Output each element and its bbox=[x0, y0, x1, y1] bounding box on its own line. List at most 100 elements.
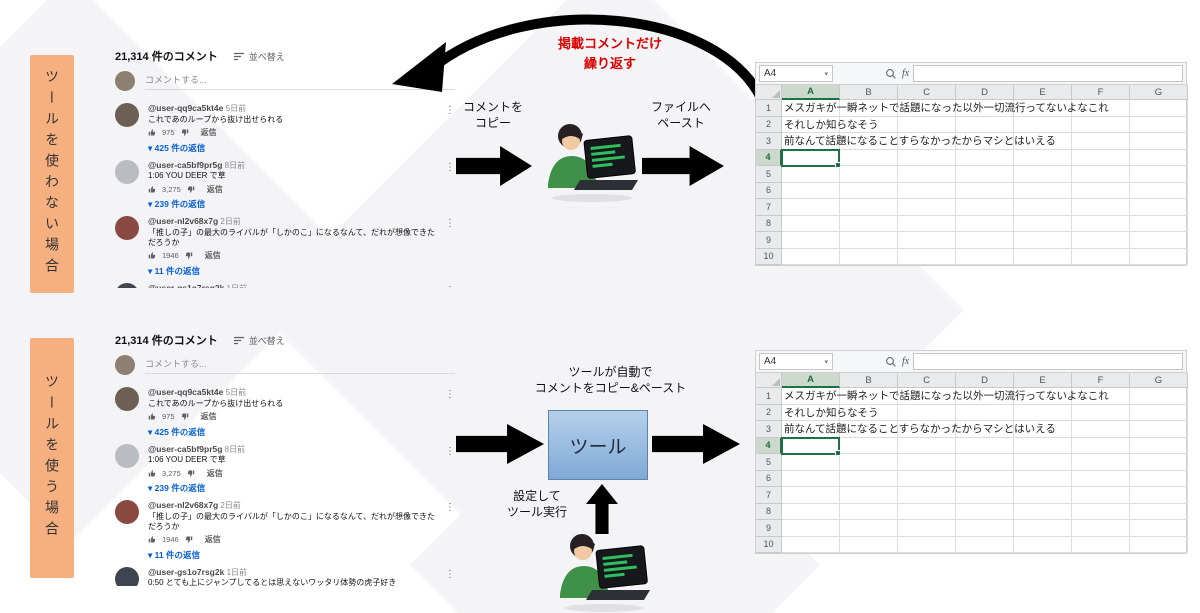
cell[interactable] bbox=[782, 166, 840, 183]
cell[interactable] bbox=[1014, 116, 1072, 133]
cell[interactable] bbox=[1130, 470, 1188, 487]
cell[interactable] bbox=[956, 182, 1014, 199]
sort-button[interactable]: 並べ替え bbox=[233, 334, 285, 347]
cell[interactable] bbox=[956, 520, 1014, 537]
cell[interactable] bbox=[840, 232, 898, 249]
cell[interactable] bbox=[1014, 199, 1072, 216]
dislike-icon[interactable] bbox=[184, 251, 193, 260]
cell[interactable] bbox=[898, 215, 956, 232]
column-header[interactable]: A bbox=[782, 373, 840, 388]
cell[interactable] bbox=[1072, 470, 1130, 487]
cell[interactable] bbox=[1130, 388, 1188, 405]
cell[interactable] bbox=[956, 454, 1014, 471]
cell[interactable] bbox=[840, 536, 898, 553]
cell[interactable] bbox=[1130, 182, 1188, 199]
cell[interactable] bbox=[1014, 388, 1072, 405]
cell[interactable] bbox=[1072, 437, 1130, 454]
cell[interactable] bbox=[956, 166, 1014, 183]
cell[interactable] bbox=[840, 199, 898, 216]
cell[interactable] bbox=[840, 520, 898, 537]
cell[interactable] bbox=[1130, 100, 1188, 117]
like-icon[interactable] bbox=[148, 535, 157, 544]
cell[interactable] bbox=[782, 215, 840, 232]
replies-toggle[interactable]: ▾ 425 件の返信 bbox=[148, 142, 439, 154]
cell[interactable] bbox=[956, 404, 1014, 421]
cell[interactable] bbox=[1072, 421, 1130, 438]
row-header[interactable]: 4 bbox=[756, 149, 782, 166]
cell[interactable] bbox=[1014, 520, 1072, 537]
cell[interactable] bbox=[1014, 470, 1072, 487]
like-icon[interactable] bbox=[148, 469, 157, 478]
cell[interactable] bbox=[1072, 248, 1130, 265]
reply-button[interactable]: 返信 bbox=[200, 128, 217, 138]
row-header[interactable]: 3 bbox=[756, 421, 782, 438]
cell[interactable] bbox=[1130, 536, 1188, 553]
cell[interactable] bbox=[782, 232, 840, 249]
avatar[interactable] bbox=[115, 216, 139, 241]
cell[interactable] bbox=[782, 536, 840, 553]
cell[interactable] bbox=[898, 404, 956, 421]
row-header[interactable]: 4 bbox=[756, 437, 782, 454]
reply-button[interactable]: 返信 bbox=[204, 535, 221, 545]
cell[interactable] bbox=[1072, 100, 1130, 117]
name-box-caret-icon[interactable]: ▾ bbox=[824, 358, 828, 366]
cell[interactable] bbox=[840, 388, 898, 405]
column-header[interactable]: G bbox=[1130, 373, 1188, 388]
cell[interactable] bbox=[840, 149, 898, 166]
active-cell-a4[interactable] bbox=[781, 437, 841, 456]
cell[interactable] bbox=[1130, 133, 1188, 150]
cell[interactable] bbox=[1072, 454, 1130, 471]
cell[interactable] bbox=[840, 437, 898, 454]
avatar[interactable] bbox=[115, 566, 139, 586]
column-header[interactable]: E bbox=[1014, 85, 1072, 100]
insert-function-icon[interactable] bbox=[885, 356, 897, 368]
kebab-menu-icon[interactable]: ⋮ bbox=[445, 105, 455, 116]
row-header[interactable]: 9 bbox=[756, 232, 782, 249]
cell[interactable] bbox=[1130, 199, 1188, 216]
cell[interactable] bbox=[956, 388, 1014, 405]
kebab-menu-icon[interactable]: ⋮ bbox=[445, 568, 455, 580]
cell[interactable] bbox=[1130, 421, 1188, 438]
cell[interactable] bbox=[898, 520, 956, 537]
cell[interactable] bbox=[1072, 388, 1130, 405]
kebab-menu-icon[interactable]: ⋮ bbox=[445, 285, 455, 288]
cell[interactable] bbox=[898, 116, 956, 133]
name-box[interactable]: A4 ▾ bbox=[759, 65, 833, 82]
name-box-caret-icon[interactable]: ▾ bbox=[824, 70, 828, 78]
kebab-menu-icon[interactable]: ⋮ bbox=[445, 445, 455, 457]
cell[interactable] bbox=[898, 232, 956, 249]
column-header[interactable]: D bbox=[956, 373, 1014, 388]
column-header[interactable]: D bbox=[956, 85, 1014, 100]
formula-input[interactable] bbox=[913, 65, 1183, 82]
cell[interactable] bbox=[1130, 454, 1188, 471]
cell[interactable] bbox=[840, 421, 898, 438]
cell[interactable] bbox=[1130, 487, 1188, 504]
cell[interactable] bbox=[1072, 232, 1130, 249]
cell[interactable] bbox=[898, 166, 956, 183]
cell[interactable] bbox=[1014, 536, 1072, 553]
cell[interactable] bbox=[1014, 248, 1072, 265]
cell[interactable] bbox=[956, 199, 1014, 216]
cell[interactable] bbox=[782, 470, 840, 487]
cell[interactable] bbox=[1072, 503, 1130, 520]
cell[interactable] bbox=[840, 116, 898, 133]
cell[interactable] bbox=[840, 133, 898, 150]
cell[interactable] bbox=[1014, 437, 1072, 454]
cell[interactable] bbox=[956, 421, 1014, 438]
avatar[interactable] bbox=[115, 159, 139, 184]
replies-toggle[interactable]: ▾ 425 件の返信 bbox=[148, 426, 439, 438]
cell[interactable] bbox=[840, 248, 898, 265]
row-header[interactable]: 1 bbox=[756, 388, 782, 405]
cell[interactable] bbox=[898, 454, 956, 471]
cell[interactable] bbox=[1072, 149, 1130, 166]
row-header[interactable]: 7 bbox=[756, 487, 782, 504]
cell[interactable] bbox=[898, 503, 956, 520]
cell[interactable] bbox=[782, 100, 840, 117]
name-box[interactable]: A4 ▾ bbox=[759, 353, 833, 370]
cell[interactable] bbox=[956, 470, 1014, 487]
comment-username[interactable]: @user-gs1o7rsg2k bbox=[148, 566, 225, 577]
cell[interactable] bbox=[782, 182, 840, 199]
cell[interactable] bbox=[840, 182, 898, 199]
comment-input[interactable]: コメントする... bbox=[145, 73, 455, 90]
replies-toggle[interactable]: ▾ 11 件の返信 bbox=[148, 265, 439, 277]
